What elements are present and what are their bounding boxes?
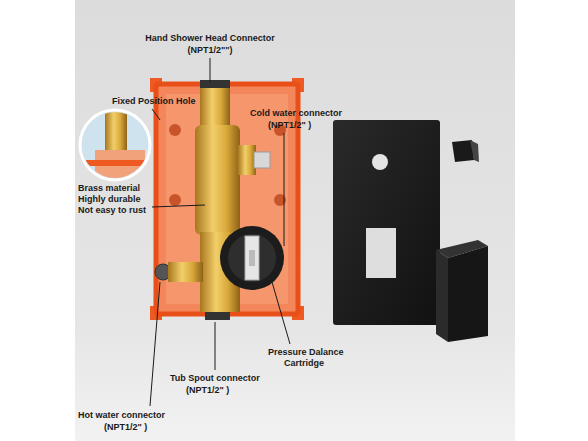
callout-label: Hot water connector (78, 410, 165, 421)
callout-label: Tub Spout connector (170, 373, 260, 384)
callout-label: Cartridge (284, 358, 324, 369)
feature-note: Brass material (78, 183, 140, 194)
feature-note: Highly durable (78, 194, 141, 205)
thread-spec: (NPT1/2" ) (186, 385, 229, 396)
feature-note: Not easy to rust (78, 205, 146, 216)
callout-label: Hand Shower Head Connector (145, 33, 275, 44)
callout-label: Cold water connector (250, 108, 342, 119)
thread-spec: (NPT1/2"") (187, 45, 232, 56)
callout-label: Fixed Position Hole (112, 96, 196, 107)
thread-spec: (NPT1/2" ) (268, 120, 311, 131)
thread-spec: (NPT1/2" ) (104, 422, 147, 433)
callout-label: Pressure Dalance (268, 347, 344, 358)
